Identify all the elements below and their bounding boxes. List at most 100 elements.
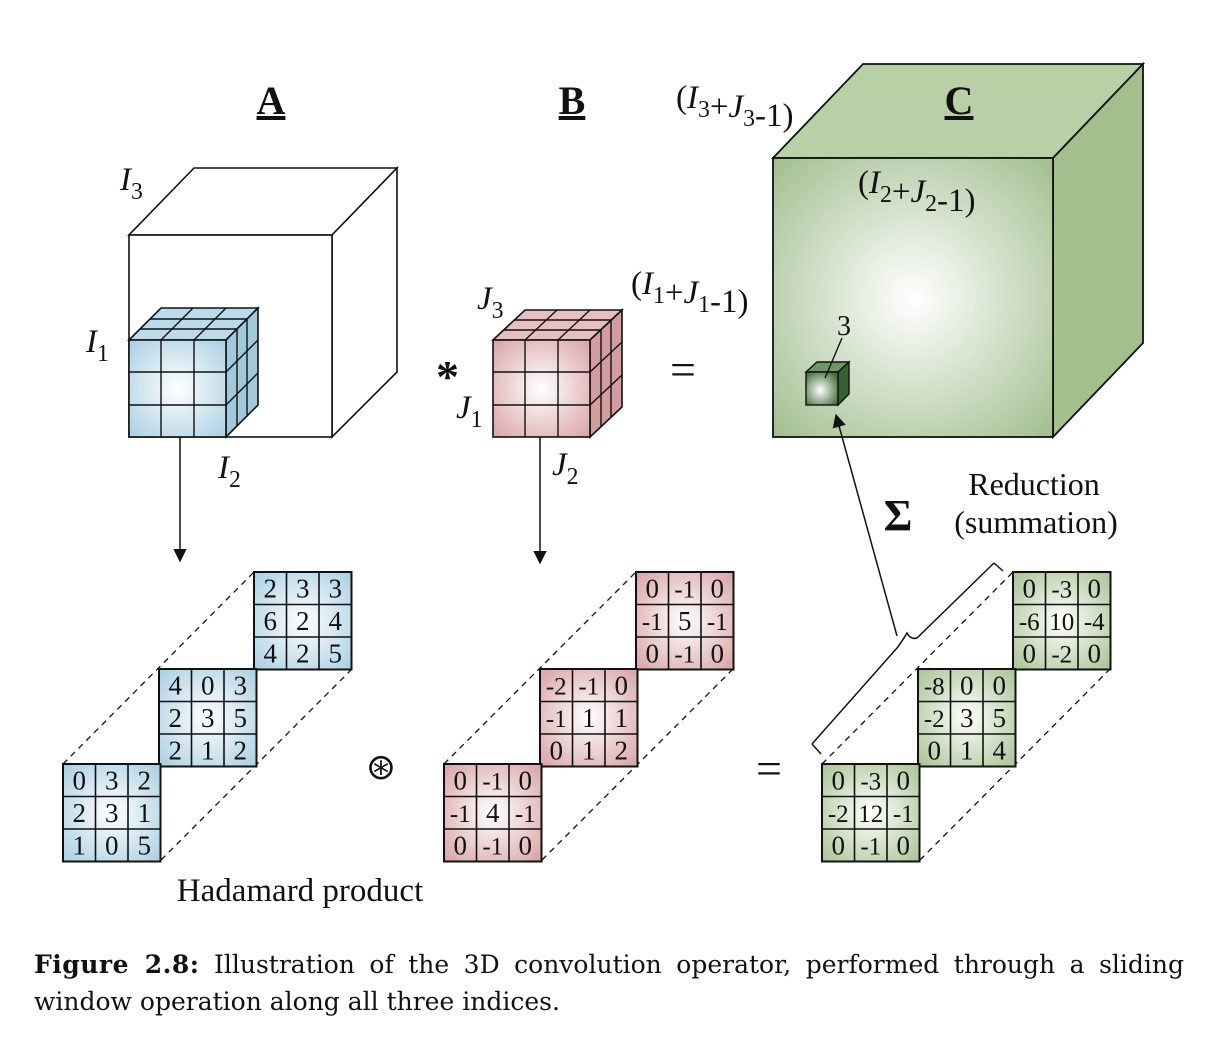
tensor-c-dim1-label: (I1+J1-1) [631,266,749,320]
tensor-c-output-voxel [804,360,851,407]
slice-cell-value: 1 [201,735,215,765]
slice-cell-value: -1 [546,706,567,733]
tensor-b-title: B [559,78,586,123]
slice-cell-value: -3 [860,768,881,795]
slice-cell-value: 1 [73,830,87,860]
slice-background [253,571,353,671]
slice-cell-value: -2 [546,673,567,700]
slice-cell-value: 0 [960,670,974,700]
figure-caption: Figure 2.8: Illustration of the 3D convo… [34,946,1184,1020]
slice-cell-value: 0 [519,765,533,795]
slice-cell-value: 5 [234,703,248,733]
slice-cell-value: 3 [234,670,248,700]
slice-cell-value: 4 [264,638,278,668]
slice-cell-value: -8 [924,673,945,700]
slice-cell-value: 5 [329,638,343,668]
slice-cell-value: 0 [73,765,87,795]
tensor-b-dim3-label: J3 [477,281,504,324]
slice-cell-value: 2 [73,798,87,828]
slice-cell-value: 0 [519,830,533,860]
slice-cell-value: -6 [1019,609,1040,636]
slice-cell-value: 1 [582,703,596,733]
slice-cell-value: 5 [993,703,1007,733]
slice-cell-value: 0 [615,670,629,700]
slice-cell-value: 0 [832,830,846,860]
slice-cell-value: -1 [515,801,536,828]
tensor-b-dim2-label: J2 [552,447,579,490]
slice-background [635,571,735,671]
slice-cell-value: -1 [450,801,471,828]
slice-cell-value: 10 [1049,609,1074,636]
arrow-reduction-up [832,413,898,637]
slice-cell-value: 3 [201,703,215,733]
slice-cell-value: 0 [993,670,1007,700]
slice-cell-value: 0 [928,735,942,765]
slice-cell-value: 2 [138,765,152,795]
voxel-leader-line [824,337,843,379]
tensor-a-group [127,166,399,439]
reduction-label-line1: Reduction [968,466,1100,502]
slice-cell-value: -1 [860,833,881,860]
slice-cell-value: -1 [707,609,728,636]
slice-cell-value: 2 [296,606,310,636]
slice-cell-value: 3 [296,573,310,603]
slice-background [1012,571,1112,671]
hadamard-operator: ⊛ [366,747,396,788]
slice-cell-value: -3 [1051,576,1072,603]
slice-cell-value: 2 [615,735,629,765]
slice-cell-value: 2 [264,573,278,603]
equals-sign-top: = [670,344,696,395]
slice-cell-value: 0 [1023,638,1037,668]
tensor-a-dim3-label: I3 [119,162,143,205]
tensor-c-voxel-value: 3 [837,311,851,342]
slice-cell-value: 0 [201,670,215,700]
slice-cell-value: 2 [169,735,183,765]
figure-caption-label: Figure 2.8: [34,950,200,979]
slice-cell-value: 0 [646,638,660,668]
equals-sign-bottom: = [756,743,782,794]
tensor-c-dim2-label: (I2+J2-1) [858,165,976,219]
tensor-a-dim1-label: I1 [85,324,109,367]
slice-cell-value: 0 [897,765,911,795]
sigma-symbol: Σ [884,491,913,540]
tensor-c-title: C [945,78,974,123]
slice-cell-value: -1 [482,768,503,795]
slice-cell-value: 3 [105,798,119,828]
tensor-a-subcube [127,306,260,439]
slice-cell-value: -2 [1051,641,1072,668]
slice-cell-value: 0 [550,735,564,765]
slice-cell-value: 0 [105,830,119,860]
slice-cell-value: 0 [711,573,725,603]
reduction-brace [811,562,1004,755]
tensor-c-dim3-label: (I3+J3-1) [676,80,794,134]
slice-cell-value: -1 [642,609,663,636]
slice-cell-value: -4 [1084,609,1105,636]
slice-cell-value: 6 [264,606,278,636]
slice-cell-value: 1 [615,703,629,733]
slice-cell-value: 5 [678,606,692,636]
slice-cell-value: 1 [138,798,152,828]
tensor-b-dim1-label: J1 [456,390,483,433]
slice-cell-value: 12 [858,801,883,828]
slice-cell-value: 0 [897,830,911,860]
slice-cell-value: -1 [674,576,695,603]
tensor-a-dim2-label: I2 [217,450,241,493]
figure-caption-text: Illustration of the 3D convolution opera… [34,950,1184,1016]
slice-cell-value: 1 [582,735,596,765]
slice-cell-value: 1 [960,735,974,765]
slice-cell-value: 0 [1088,638,1102,668]
slice-cell-value: 4 [486,798,500,828]
slice-cell-value: -1 [674,641,695,668]
slice-cell-value: 4 [329,606,343,636]
slice-background [158,668,258,768]
